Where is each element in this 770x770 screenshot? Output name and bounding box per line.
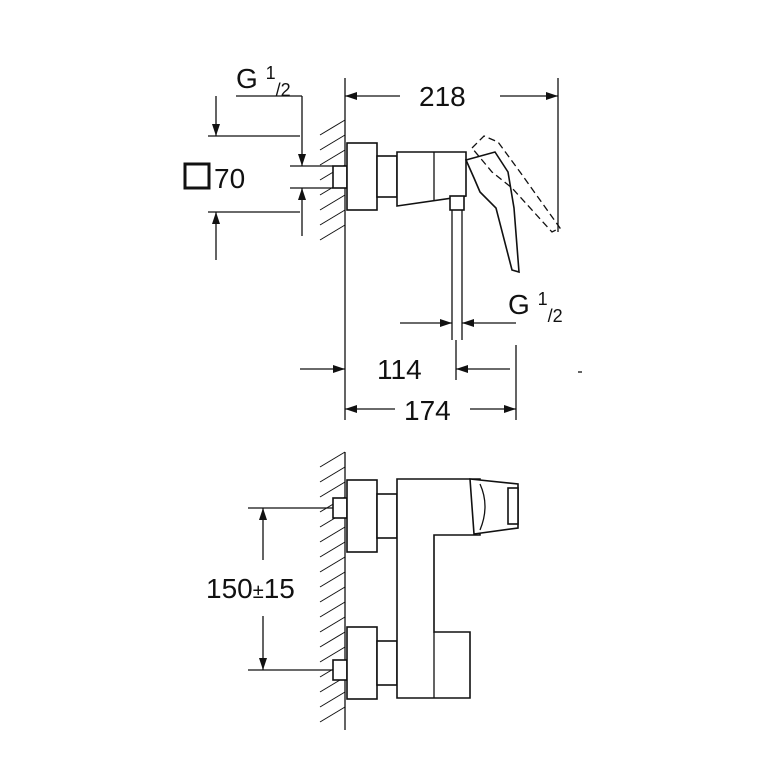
lever-tip-front [507, 487, 519, 525]
lever-rotated-outline [471, 135, 561, 233]
lower-inlet-stub [332, 659, 348, 681]
wall-hatch-front [319, 451, 346, 730]
outlet-offset-dim: 114 [300, 238, 510, 420]
centre-distance-label: 150±15 [206, 573, 295, 604]
inlet-stub-top [332, 165, 348, 189]
rosette-top [346, 142, 378, 211]
outlet-offset-label: 114 [377, 354, 422, 385]
outlet-thread-label: G 1/2 [508, 289, 563, 326]
inlet-thread-label: G 1/2 [236, 63, 291, 100]
upper-inlet-stub [332, 497, 348, 519]
lower-collar [376, 640, 398, 686]
body-depth-dim: 174 [345, 345, 517, 426]
square-dimension-icon [183, 162, 211, 190]
overall-reach-label: 218 [419, 81, 466, 112]
outlet-thread-dim: G 1/2 [400, 289, 563, 327]
outlet-spout-top [449, 195, 465, 211]
centre-distance-dim: 150±15 [206, 507, 333, 671]
lever-handle-front [469, 478, 519, 535]
rosette-collar-top [376, 155, 398, 198]
lever-handle-top [464, 151, 520, 274]
top-view: 70 G 1/2 218 G 1/2 [183, 63, 582, 426]
mixer-body-front [396, 478, 481, 699]
overall-reach-dim: 218 [344, 78, 559, 232]
mixer-body-top [396, 151, 467, 207]
rosette-size-label: 70 [214, 163, 245, 194]
upper-collar [376, 493, 398, 539]
upper-rosette [346, 479, 378, 553]
inlet-thread-dim: G 1/2 [236, 63, 333, 236]
lower-rosette [346, 626, 378, 700]
rosette-size-dim: 70 [183, 96, 300, 260]
front-view: 150±15 [206, 451, 519, 730]
body-depth-label: 174 [404, 395, 451, 426]
